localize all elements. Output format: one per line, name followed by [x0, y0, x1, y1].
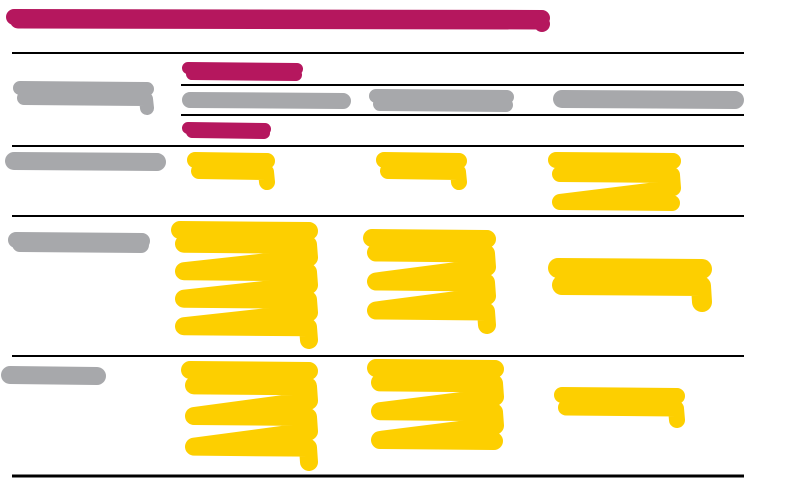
cell-3-3-redaction	[554, 387, 685, 428]
column-header-3-redaction	[553, 90, 744, 109]
row-label-2-redaction	[8, 232, 150, 253]
cell-2-2-redaction	[363, 229, 496, 334]
cell-3-1-redaction	[181, 361, 318, 471]
cell-3-2-redaction	[367, 359, 504, 450]
header-group-redaction	[182, 62, 303, 81]
cell-2-1-redaction	[171, 221, 318, 349]
cell-2-3-redaction	[548, 258, 712, 312]
cell-1-1-redaction	[187, 152, 275, 190]
header-subnote-redaction	[182, 122, 271, 139]
row-label-1-redaction	[5, 152, 166, 171]
column-header-2-redaction	[369, 89, 514, 112]
header-corner-redaction	[13, 81, 154, 115]
column-header-1-redaction	[182, 92, 351, 109]
row-label-3-redaction	[1, 366, 106, 385]
cell-1-2-redaction	[376, 152, 467, 190]
cell-1-3-redaction	[548, 152, 681, 211]
title-redaction	[6, 9, 550, 32]
